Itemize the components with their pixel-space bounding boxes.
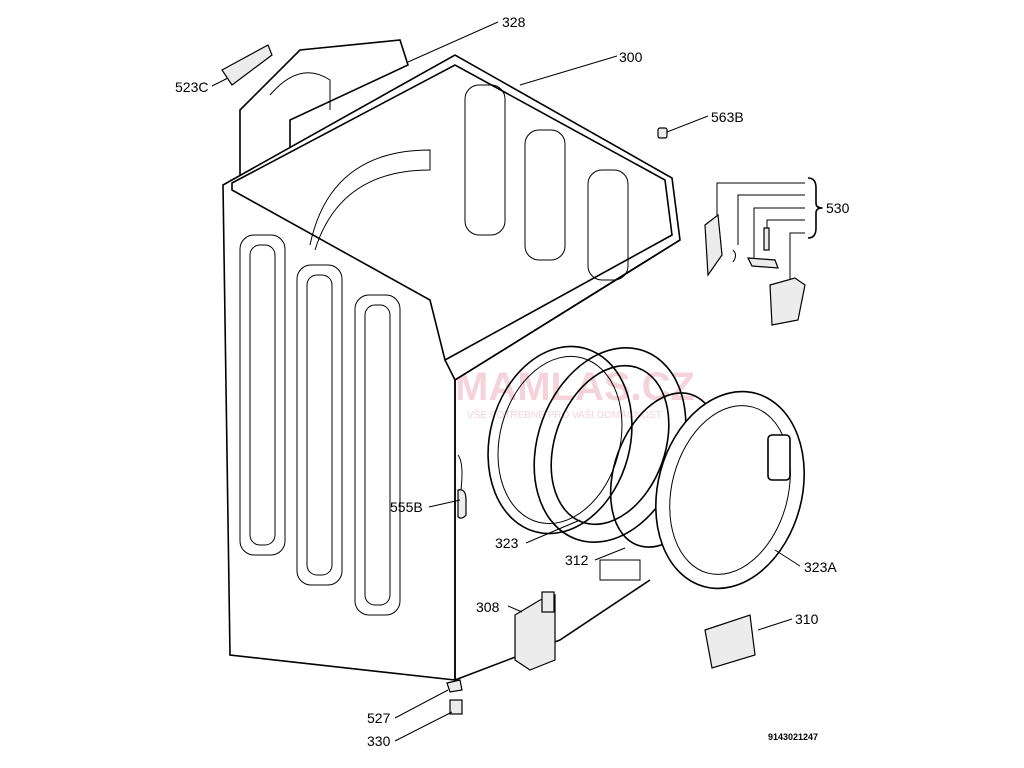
label-308: 308 — [476, 599, 500, 615]
label-328: 328 — [502, 14, 526, 30]
door-lock-parts-530 — [704, 177, 823, 326]
door-323A — [609, 390, 806, 590]
label-530: 530 — [826, 200, 850, 216]
part-523C — [221, 44, 273, 86]
label-563B: 563B — [711, 109, 744, 125]
hinge-308 — [514, 591, 556, 671]
svg-text:MAMLAS.CZ: MAMLAS.CZ — [455, 365, 695, 409]
part-563B — [657, 127, 668, 139]
label-310: 310 — [795, 611, 819, 627]
cabinet-300 — [222, 54, 681, 681]
label-323: 323 — [495, 535, 519, 551]
label-300: 300 — [619, 49, 643, 65]
label-523C: 523C — [175, 79, 208, 95]
label-330: 330 — [367, 733, 391, 749]
leader-lines — [211, 21, 801, 742]
cover-310 — [704, 614, 756, 669]
label-323A: 323A — [804, 559, 837, 575]
label-312: 312 — [565, 552, 589, 568]
label-527: 527 — [367, 710, 391, 726]
label-555B: 555B — [390, 499, 423, 515]
part-555B — [457, 489, 467, 519]
foot-parts — [446, 679, 463, 715]
drawing-code: 9143021247 — [768, 732, 818, 742]
svg-text:VŠE POTŘEBNÉ PRO VAŠI DOMÁCNOS: VŠE POTŘEBNÉ PRO VAŠI DOMÁCNOST — [467, 408, 662, 421]
